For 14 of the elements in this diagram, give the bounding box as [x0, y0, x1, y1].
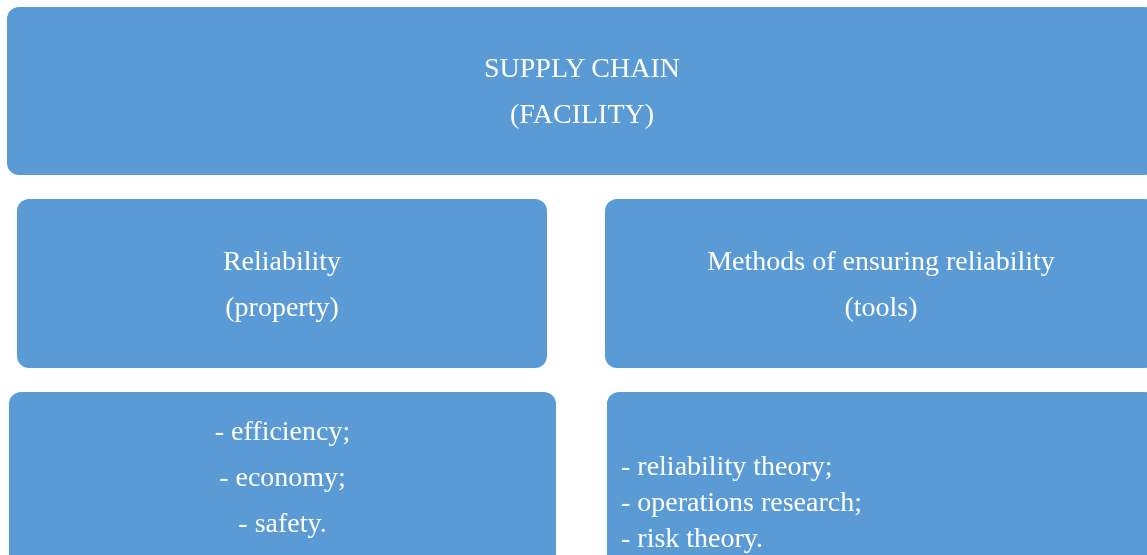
- process-box: [605, 199, 1147, 368]
- list-item: - risk theory.: [621, 521, 764, 555]
- box-label: Methods of ensuring reliability (tools): [706, 243, 1056, 324]
- box-label: SUPPLY CHAIN (FACILITY): [482, 51, 682, 131]
- list-item: - reliability theory;: [621, 449, 833, 483]
- list-item: - efficiency;: [214, 414, 351, 448]
- process-box: [9, 392, 556, 555]
- list-item: - safety.: [238, 506, 327, 540]
- process-box: [7, 7, 1147, 175]
- process-box: [17, 199, 547, 368]
- box-label: Reliability (property): [221, 243, 343, 324]
- list-item: - operations research;: [621, 485, 862, 519]
- list-item: - economy;: [219, 460, 346, 494]
- process-box: [607, 392, 1147, 555]
